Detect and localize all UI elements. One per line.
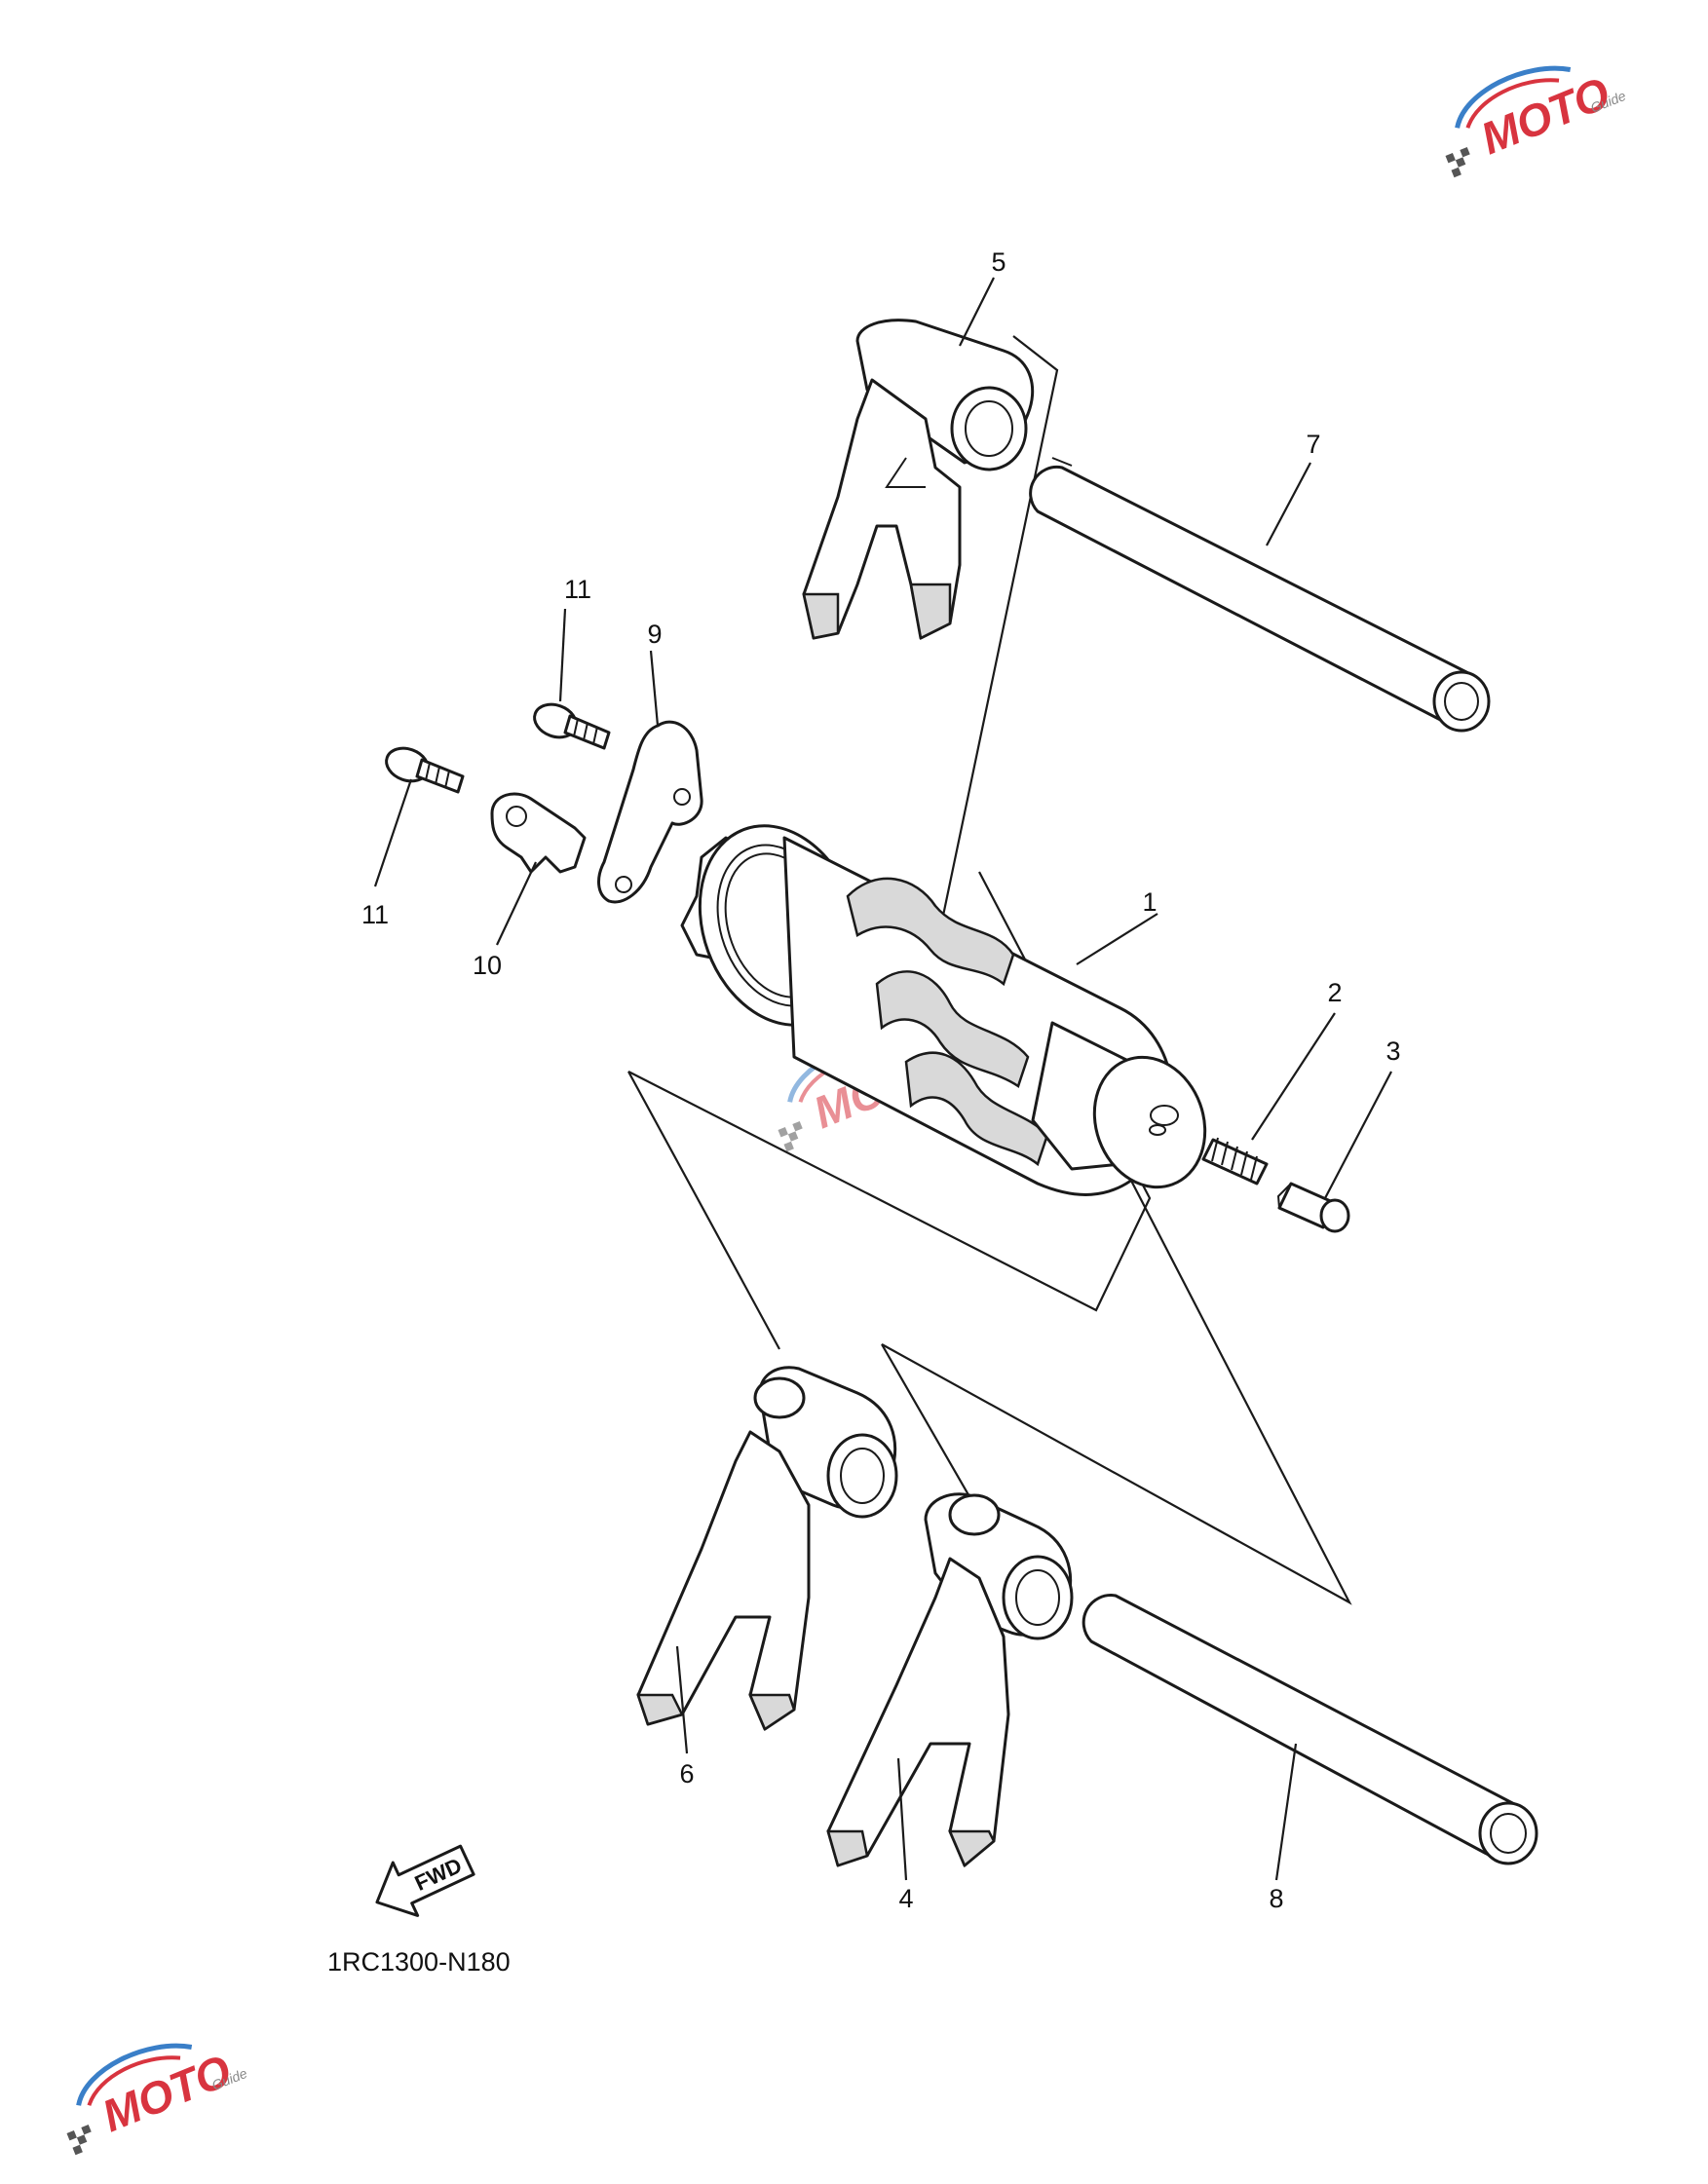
stopper-lever	[490, 792, 587, 874]
stopper-plate	[597, 720, 703, 904]
callout-labels: 1 2 3 4 5 6 7 8 9 10 11 11	[361, 247, 1401, 1913]
watermark-logo-top: MOTO Guide	[1445, 65, 1628, 178]
callout-9: 9	[647, 620, 662, 649]
callout-4: 4	[898, 1884, 913, 1913]
callout-5: 5	[991, 247, 1006, 277]
callout-11-lower: 11	[361, 900, 389, 929]
callout-10: 10	[473, 951, 502, 980]
shift-drum-assembly	[680, 824, 1207, 1196]
diagram-code: 1RC1300-N180	[327, 1947, 511, 1977]
callout-6: 6	[679, 1759, 694, 1789]
detent-spring	[1201, 1137, 1269, 1186]
forward-arrow: FWD	[375, 1844, 475, 1917]
callout-8: 8	[1269, 1884, 1283, 1913]
callout-7: 7	[1306, 430, 1320, 459]
screw-upper	[533, 702, 611, 750]
leader-lines	[373, 277, 1392, 1881]
screw-lower	[385, 746, 465, 794]
shift-fork-lower-right	[826, 1492, 1074, 1868]
shift-fork-shaft-upper	[1029, 457, 1491, 733]
watermark-logo-bottom: MOTO Guide	[66, 2043, 249, 2156]
callout-2: 2	[1327, 978, 1342, 1007]
callout-11-upper: 11	[564, 575, 591, 604]
shift-fork-upper	[802, 319, 1035, 640]
shift-fork-lower-left	[636, 1366, 898, 1731]
detent-pin	[1276, 1182, 1350, 1233]
forward-arrow-icon	[375, 1844, 475, 1917]
shift-fork-shaft-lower	[1082, 1594, 1538, 1865]
callout-1: 1	[1142, 887, 1157, 917]
callout-3: 3	[1385, 1036, 1400, 1066]
